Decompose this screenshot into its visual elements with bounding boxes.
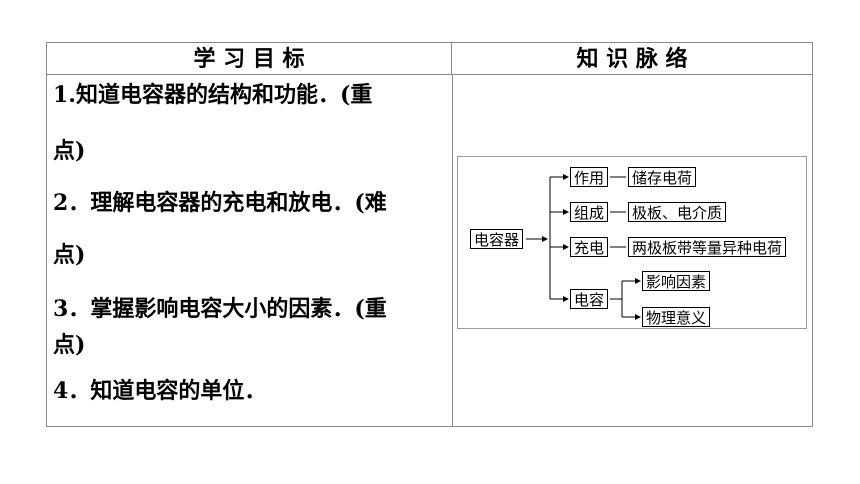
goal-item-1: 1.知道电容器的结构和功能．(重 <box>53 81 449 110</box>
goal-item-2: 2．理解电容器的充电和放电．(难 <box>53 189 449 218</box>
knowledge-map-header: 知 识 脉 络 <box>452 43 812 75</box>
branch-node-composition: 组成 <box>570 202 609 222</box>
detail-node-equal-opposite-charges: 两极板带等量异种电荷 <box>628 237 787 257</box>
branch-node-charging: 充电 <box>570 237 609 257</box>
goal-tag-end: 点) <box>53 242 86 268</box>
goal-tag: (重 <box>354 296 387 322</box>
column-divider <box>452 75 453 426</box>
goal-item-2-tag: 点) <box>53 241 85 270</box>
goal-item-3-tag: 点) <box>53 331 85 360</box>
learning-goals-header: 学 习 目 标 <box>47 43 452 75</box>
detail-node-plates-dielectric: 极板、电介质 <box>628 202 727 222</box>
branch-node-function: 作用 <box>570 167 609 187</box>
branch-node-capacitance: 电容 <box>570 289 609 309</box>
concept-map-connectors <box>526 174 641 320</box>
sub-node-physical-meaning: 物理意义 <box>642 307 711 327</box>
goal-tag: (难 <box>354 190 387 216</box>
detail-node-store-charge: 储存电荷 <box>628 167 697 187</box>
goal-text: 知道电容的单位． <box>90 378 267 404</box>
goal-tag-end: 点) <box>53 332 86 358</box>
goal-number: 3． <box>53 296 91 322</box>
goal-tag: (重 <box>339 82 373 108</box>
goal-number: 4． <box>53 378 91 404</box>
goal-item-3: 3．掌握影响电容大小的因素．(重 <box>53 295 449 324</box>
sub-node-influencing-factors: 影响因素 <box>642 271 711 291</box>
concept-map: 电容器 作用 储存电荷 组成 极板、电介质 充电 两极板带等量异种电荷 电容 影… <box>457 156 807 329</box>
goal-number: 2． <box>53 190 91 216</box>
goal-item-1-tag: 点) <box>53 137 85 166</box>
root-node-capacitor: 电容器 <box>470 229 524 249</box>
goal-text: 掌握影响电容大小的因素． <box>90 296 355 322</box>
goal-text: 理解电容器的充电和放电． <box>90 190 355 216</box>
goal-text: 知道电容器的结构和功能． <box>75 82 340 108</box>
knowledge-table: 学 习 目 标 知 识 脉 络 1.知道电容器的结构和功能．(重 点) 2．理解… <box>46 42 813 427</box>
goal-item-4: 4．知道电容的单位． <box>53 377 266 406</box>
goal-number: 1. <box>53 82 76 108</box>
goal-tag-end: 点) <box>53 138 86 164</box>
